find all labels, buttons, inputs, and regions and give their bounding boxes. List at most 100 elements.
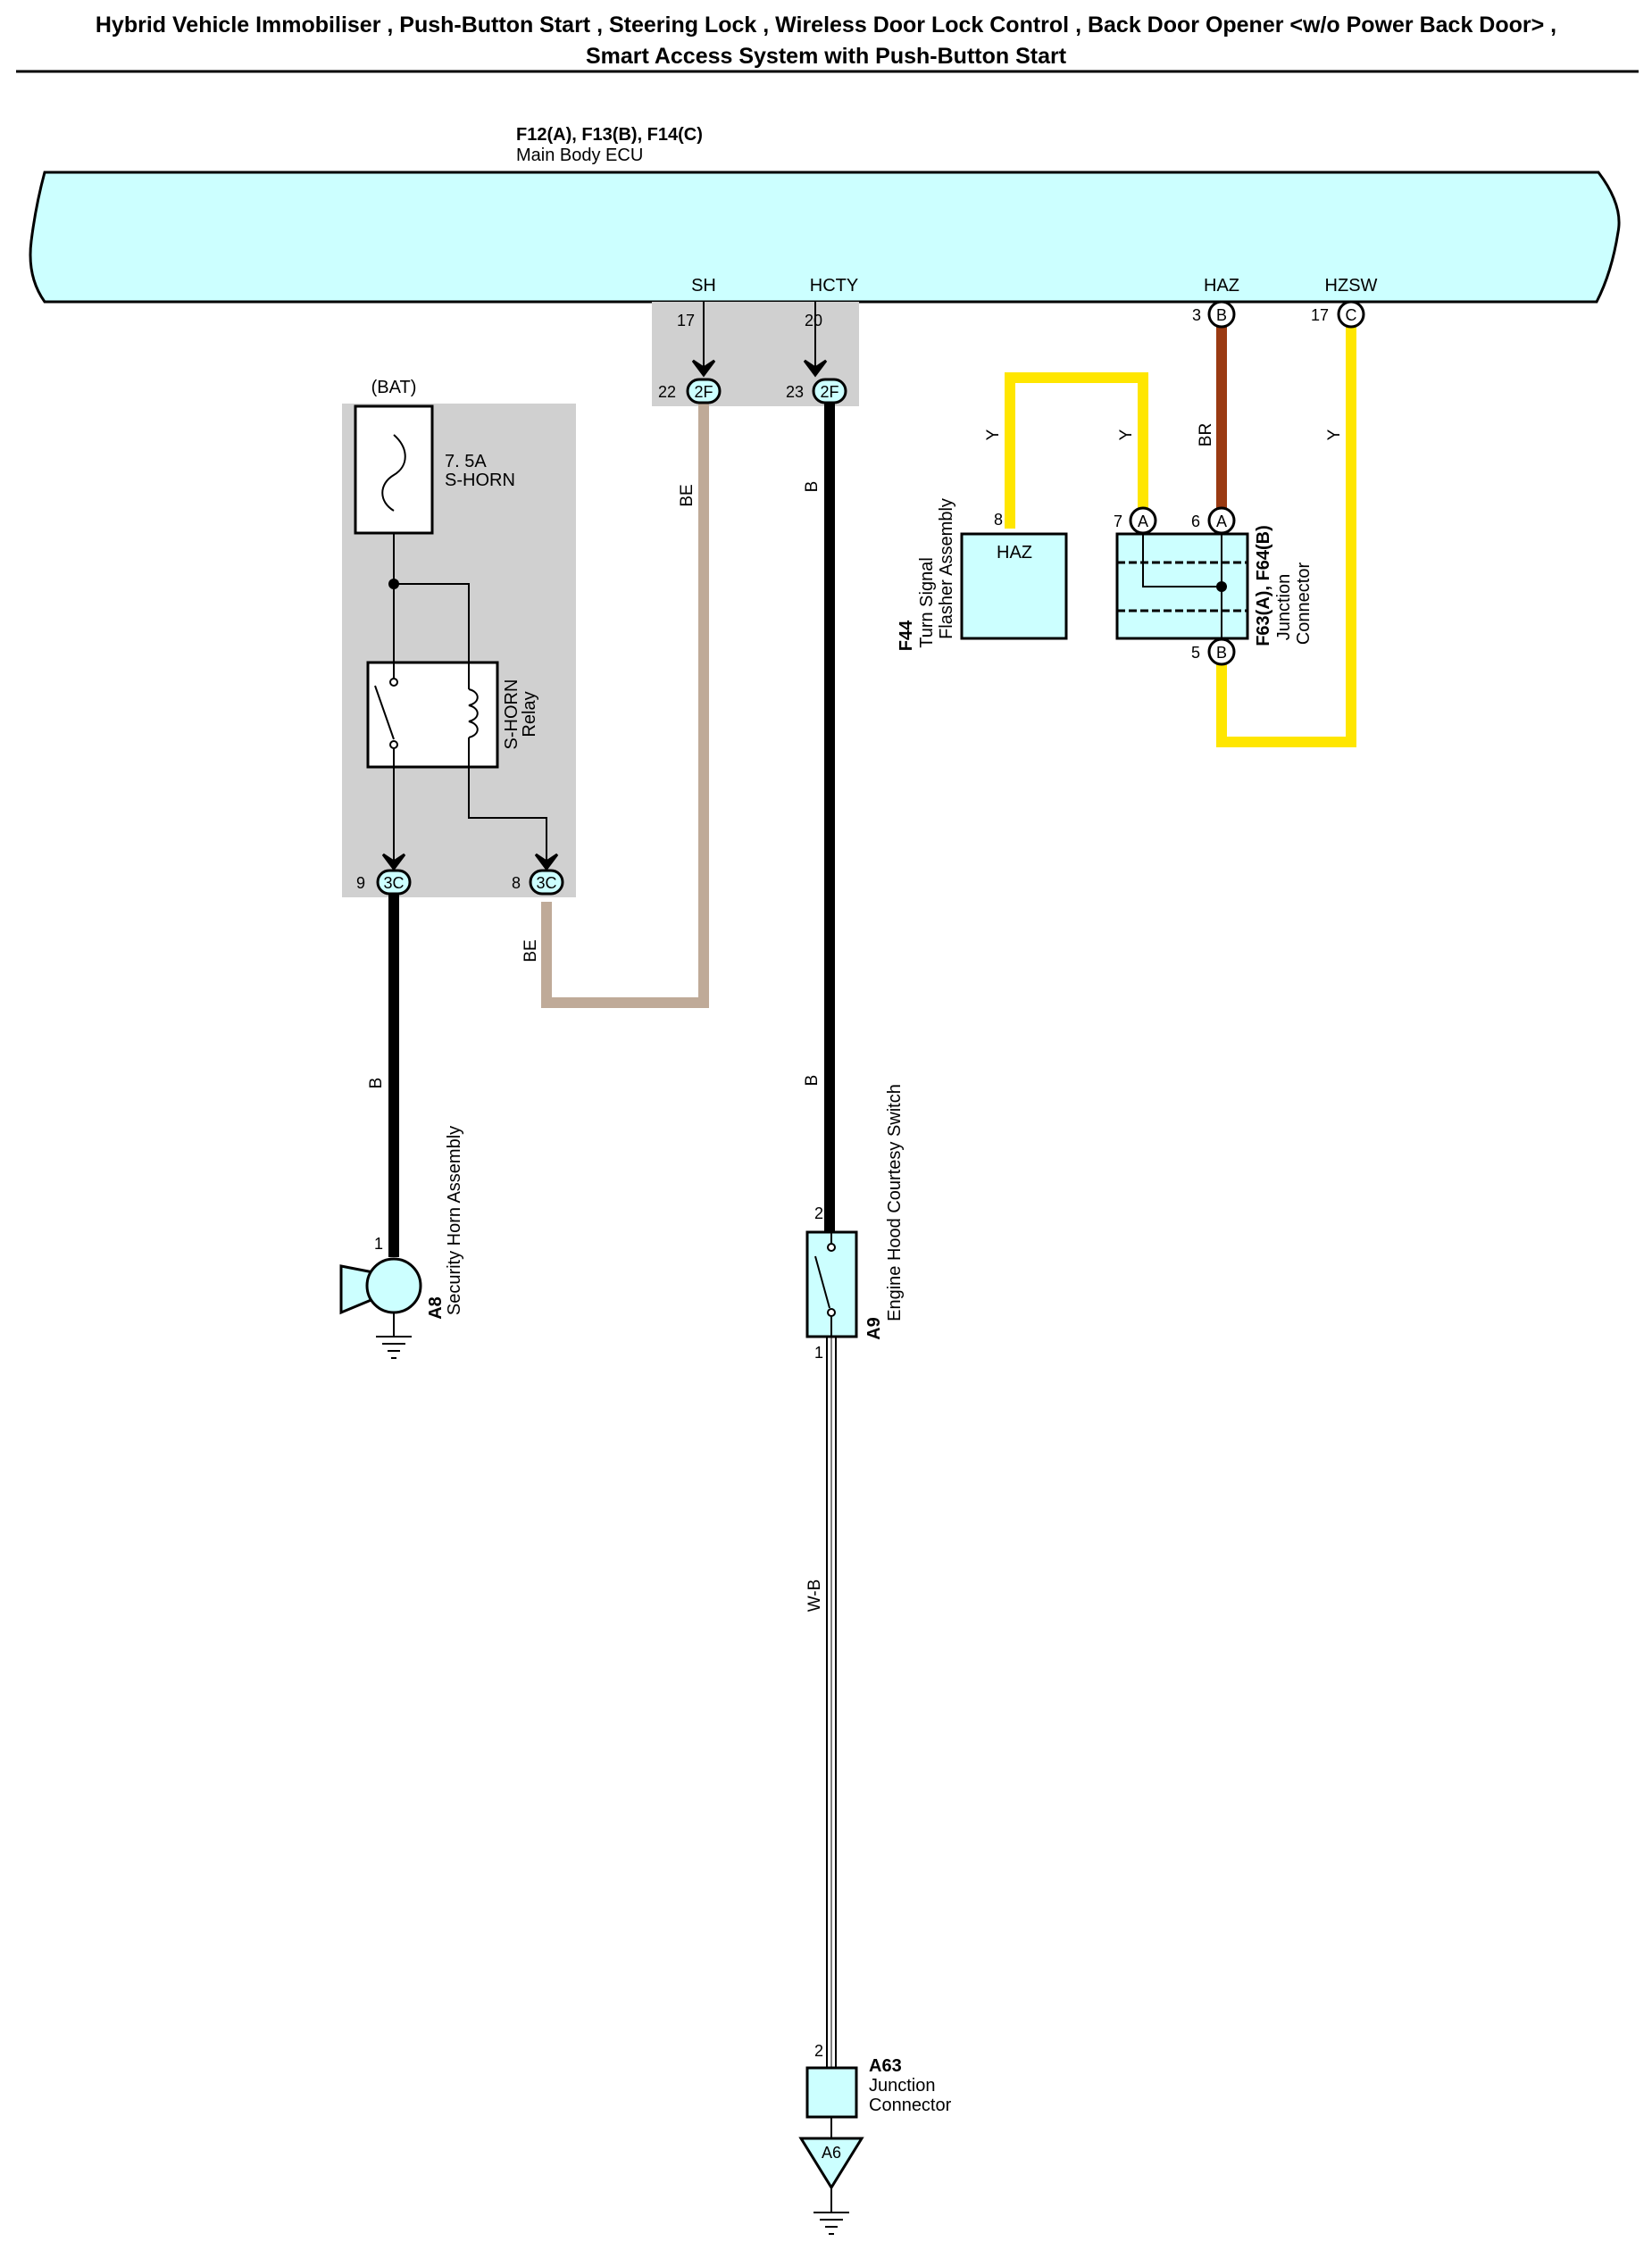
jc-internal-link — [1142, 530, 1222, 588]
fuse-rating: 7. 5A — [445, 452, 487, 471]
hood-switch-contact-bottom — [827, 1308, 836, 1317]
svg-text:2F: 2F — [820, 383, 839, 401]
ecu-pin-circle-hzsw: C — [1337, 300, 1365, 329]
bat-supply-label: (BAT) — [371, 378, 417, 397]
svg-text:3C: 3C — [383, 874, 404, 892]
relay-arrow-right — [534, 853, 559, 871]
wire-label-b-hcty-mid: B — [803, 1075, 822, 1087]
security-horn-assembly — [365, 1257, 422, 1314]
pin-2f-sh: 22 — [658, 383, 676, 401]
wire-label-y-f44: Y — [984, 429, 1003, 440]
main-body-ecu — [29, 171, 1621, 304]
flasher-pin: 8 — [994, 511, 1003, 529]
jc-name-line2: Connector — [1294, 562, 1314, 646]
svg-text:2F: 2F — [694, 383, 713, 401]
ecu-pin-hcty: 20 — [805, 312, 822, 329]
hcty-arrow — [803, 359, 828, 378]
ecu-terminal-haz: HAZ — [1204, 276, 1239, 296]
ecu-code: F12(A), F13(B), F14(C) — [516, 125, 703, 145]
relay-switch-blade — [374, 685, 395, 740]
horn-pin: 1 — [374, 1235, 383, 1253]
pin-3c-right: 8 — [512, 874, 521, 892]
a63-name-line1: Junction — [869, 2076, 936, 2096]
jc-pin-num-6: 6 — [1191, 512, 1200, 530]
connector-3c-right: 3C — [529, 869, 564, 896]
jc-pin-b5: B — [1207, 638, 1236, 666]
relay-contact-top-dot — [389, 678, 398, 687]
ecu-terminal-hcty: HCTY — [810, 276, 858, 296]
fuse-name: S-HORN — [445, 471, 515, 490]
wire-y-hzsw — [1216, 324, 1356, 747]
ecu-pin-hzsw: 17 — [1311, 306, 1329, 324]
jc-pin-num-7: 7 — [1114, 512, 1122, 530]
diagram-title-line2: Smart Access System with Push-Button Sta… — [586, 44, 1067, 69]
jc-code: F63(A), F64(B) — [1254, 525, 1273, 646]
relay-arrow-left — [381, 853, 406, 871]
relay-contact-bottom-dot — [389, 740, 398, 749]
a63-pin: 2 — [814, 2042, 823, 2060]
horn-code: A8 — [426, 1296, 446, 1320]
jc-pin-num-5: 5 — [1191, 644, 1200, 662]
wire-label-b-hcty-top: B — [803, 481, 822, 493]
horn-ground-icon — [376, 1336, 412, 1359]
jc-name-line1: Junction — [1274, 574, 1294, 641]
a63-code: A63 — [869, 2056, 902, 2076]
connector-3c-left: 3C — [376, 869, 412, 896]
hood-switch-pin-top: 2 — [814, 1204, 823, 1222]
ground-a6-icon — [813, 2212, 849, 2235]
fuse-s-horn — [354, 404, 434, 535]
svg-text:A: A — [1138, 512, 1148, 530]
fuse-element-icon — [381, 434, 406, 512]
svg-text:B: B — [1216, 306, 1227, 324]
hood-switch-contact-top — [827, 1243, 836, 1252]
wire-label-be-2: BE — [521, 939, 540, 962]
pin-2f-hcty: 23 — [786, 383, 804, 401]
ecu-pin-haz: 3 — [1192, 306, 1201, 324]
wire-be — [541, 400, 709, 1008]
a63-name-line2: Connector — [869, 2096, 952, 2115]
wire-label-wb: W-B — [805, 1579, 824, 1612]
hood-switch-name: Engine Hood Courtesy Switch — [885, 1084, 905, 1321]
svg-text:3C: 3C — [536, 874, 556, 892]
ecu-pin-circle-haz: B — [1207, 300, 1236, 329]
wire-y-f44-jc — [1005, 372, 1148, 529]
jc-pin-a6: A — [1207, 506, 1236, 535]
wire-label-br: BR — [1197, 423, 1215, 446]
s-horn-relay — [366, 661, 499, 769]
wire-label-y-jc: Y — [1117, 429, 1136, 440]
flasher-code: F44 — [897, 620, 916, 651]
connector-2f-sh: 2F — [686, 378, 722, 404]
pin-3c-left: 9 — [356, 874, 365, 892]
connector-2f-hcty: 2F — [812, 378, 847, 404]
svg-text:A: A — [1216, 512, 1227, 530]
flasher-name-line1: Turn Signal — [917, 557, 937, 648]
svg-text:B: B — [1216, 644, 1227, 662]
relay-name: S-HORN — [502, 679, 521, 750]
relay-coil-out — [468, 738, 547, 871]
ground-point-a6 — [798, 2137, 864, 2190]
svg-text:C: C — [1346, 306, 1357, 324]
horn-name: Security Horn Assembly — [445, 1126, 464, 1315]
junction-connector-a63 — [805, 2066, 858, 2119]
jc-pin-a7: A — [1129, 506, 1157, 535]
wire-label-y-hzsw: Y — [1325, 429, 1344, 440]
ecu-name: Main Body ECU — [516, 146, 643, 165]
jc-junction-dot — [1216, 581, 1227, 592]
relay-word: Relay — [520, 691, 539, 737]
ecu-pin-sh: 17 — [677, 312, 695, 329]
turn-signal-flasher-assembly — [960, 532, 1068, 640]
relay-coil-icon — [468, 688, 479, 738]
ecu-terminal-hzsw: HZSW — [1325, 276, 1378, 296]
wire-label-b-horn: B — [367, 1078, 386, 1089]
flasher-terminal-haz: HAZ — [997, 543, 1032, 562]
sh-arrow — [691, 359, 716, 378]
hood-switch-blade — [814, 1255, 830, 1309]
hood-switch-code: A9 — [864, 1317, 884, 1340]
relay-coil-feed — [394, 583, 470, 662]
wire-label-be-1: BE — [678, 484, 697, 506]
flasher-name-line2: Flasher Assembly — [937, 498, 956, 639]
ecu-terminal-sh: SH — [691, 276, 716, 296]
ground-label: A6 — [822, 2144, 841, 2162]
hood-switch-pin-bottom: 1 — [814, 1344, 823, 1362]
